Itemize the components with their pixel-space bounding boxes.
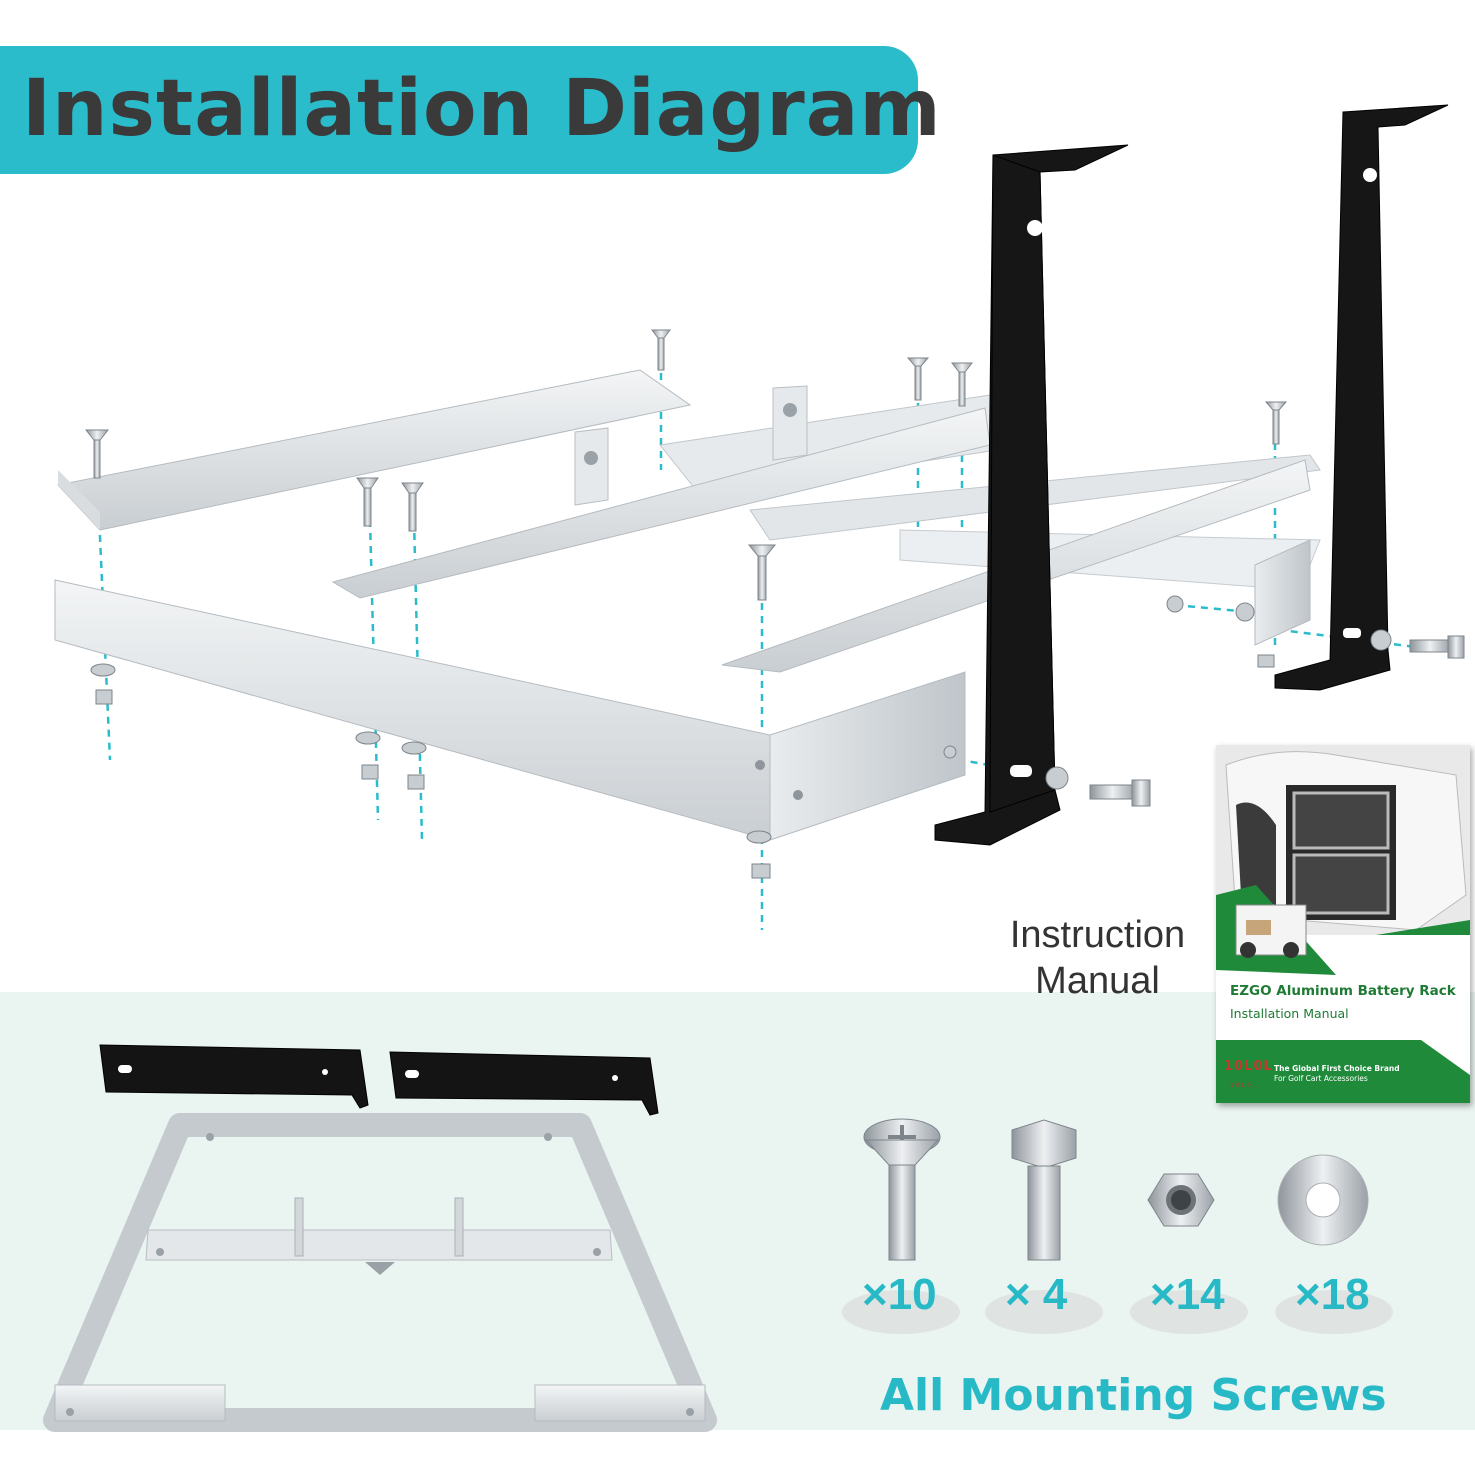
hex-bolts [1089, 635, 1465, 807]
title-banner [0, 46, 918, 174]
manual-title: EZGO Aluminum Battery Rack [1230, 983, 1456, 999]
nuts-washers [90, 595, 1392, 879]
qty-shadow [985, 1290, 1103, 1334]
qty-shadow [1130, 1290, 1248, 1334]
manual-subtitle: Installation Manual [1230, 1006, 1349, 1021]
slogan-line-2: For Golf Cart Accessories [1274, 1074, 1368, 1083]
screw-quantity: ×10 [862, 1270, 937, 1319]
manual-slogan: The Global First Choice Brand For Golf C… [1274, 1064, 1400, 1084]
flat-angle-brackets [99, 1044, 659, 1116]
nut-quantity: ×14 [1150, 1270, 1225, 1319]
qty-shadow [1275, 1290, 1393, 1334]
slogan-line-1: The Global First Choice Brand [1274, 1064, 1400, 1073]
flat-washer-icon [1277, 1154, 1369, 1246]
manual-cover-art [1216, 745, 1470, 1103]
front-flat-rail [54, 579, 966, 841]
brand-logo: 10L0L [1224, 1059, 1273, 1074]
rear-angle-rail [57, 369, 692, 531]
left-vertical-bracket [934, 144, 1129, 846]
hardware-caption: All Mounting Screws [880, 1370, 1387, 1421]
countersunk-screw-icon [863, 1118, 941, 1261]
washer-quantity: ×18 [1295, 1270, 1370, 1319]
brand-logo-sub: 10L0L [1230, 1082, 1259, 1089]
right-vertical-bracket [1274, 104, 1449, 691]
center-cross-rail [331, 385, 991, 599]
instruction-manual-booklet: EZGO Aluminum Battery Rack Installation … [1216, 745, 1470, 1103]
bolt-quantity: × 4 [1005, 1270, 1068, 1319]
manual-label-text: Instruction Manual [1009, 914, 1186, 1002]
hex-bolt-icon [1011, 1119, 1077, 1261]
assembled-rack-frame [43, 1113, 717, 1432]
instruction-manual-label: Instruction Manual [990, 912, 1205, 1004]
lock-nut-icon [1147, 1173, 1215, 1227]
qty-shadow [842, 1290, 960, 1334]
page-title: Installation Diagram [22, 64, 942, 154]
screws [84, 329, 1288, 601]
